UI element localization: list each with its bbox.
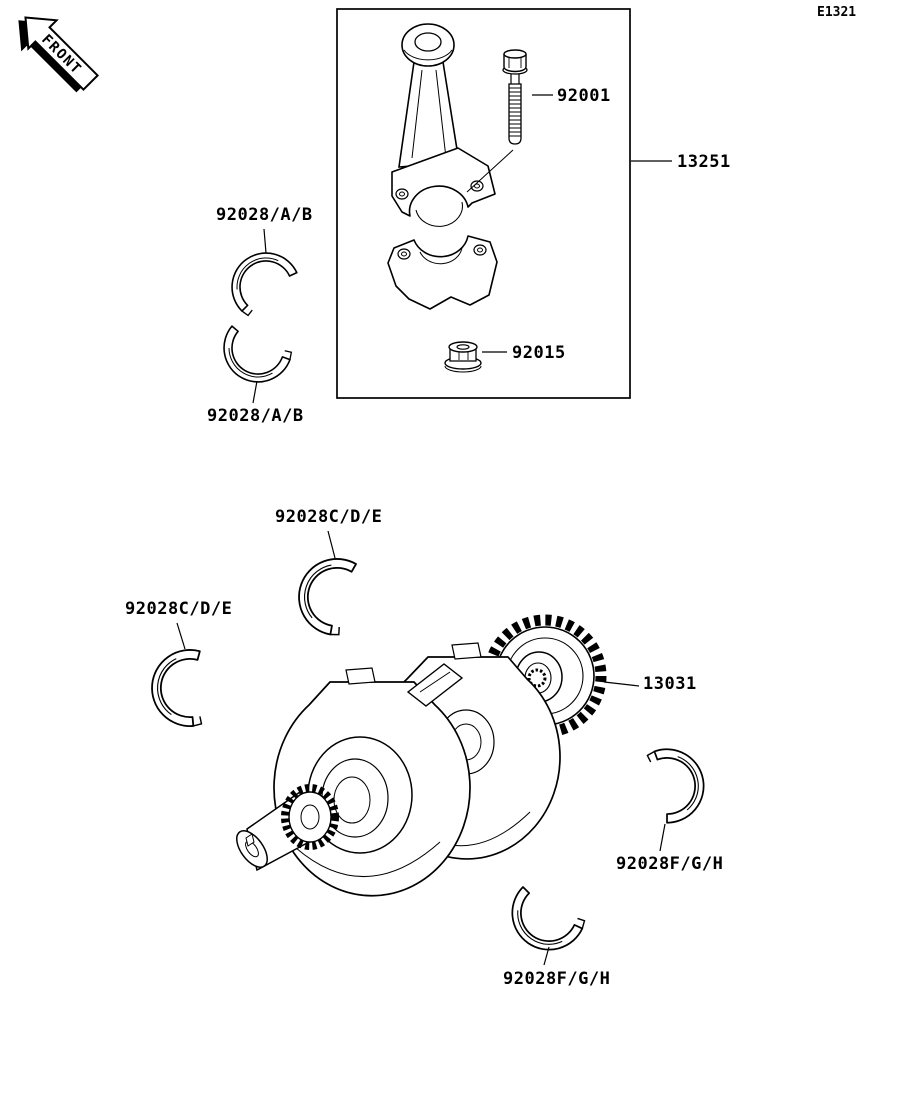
part-label-92015: 92015 — [512, 343, 566, 363]
part-label-92028cde-left: 92028C/D/E — [125, 599, 233, 619]
leader-92028ab-top — [263, 228, 267, 254]
part-label-92028cde-top: 92028C/D/E — [275, 507, 383, 527]
main-bearing-shell-left — [147, 645, 209, 729]
leader-13031 — [603, 681, 640, 687]
timing-sprocket — [281, 784, 339, 850]
conrod-bearing-shell-upper — [217, 238, 303, 318]
main-bearing-shell-bottom — [497, 879, 588, 965]
conrod-cap — [387, 235, 498, 310]
leader-92028cde-top — [327, 530, 336, 559]
part-label-92028ab-top: 92028/A/B — [216, 205, 313, 225]
main-bearing-shell-right — [645, 742, 711, 826]
crankshaft — [236, 614, 607, 897]
leader-lines — [176, 94, 672, 966]
front-arrow: FRONT — [18, 16, 100, 93]
part-label-13251: 13251 — [677, 152, 731, 172]
leader-92028cde-left — [176, 622, 186, 650]
leader-92028fgh-bottom — [543, 946, 550, 966]
main-bearing-shell-upper — [287, 547, 365, 639]
connecting-rod — [391, 23, 496, 227]
crank-pin — [406, 663, 464, 707]
conrod-bearing-shell-lower — [210, 318, 295, 396]
leader-92028fgh-right — [659, 823, 666, 852]
part-label-92028fgh-right: 92028F/G/H — [616, 854, 724, 874]
conrod-nut — [444, 341, 482, 373]
conrod-bolt — [502, 49, 528, 145]
part-label-92001: 92001 — [557, 86, 611, 106]
page-code: E1321 — [817, 5, 857, 20]
bolt-guide-line — [466, 149, 514, 193]
part-label-92028fgh-bottom: 92028F/G/H — [503, 969, 611, 989]
conrod-assembly-box — [336, 8, 631, 399]
part-label-13031: 13031 — [643, 674, 697, 694]
leader-92028ab-bottom — [252, 380, 258, 404]
part-label-92028ab-bottom: 92028/A/B — [207, 406, 304, 426]
